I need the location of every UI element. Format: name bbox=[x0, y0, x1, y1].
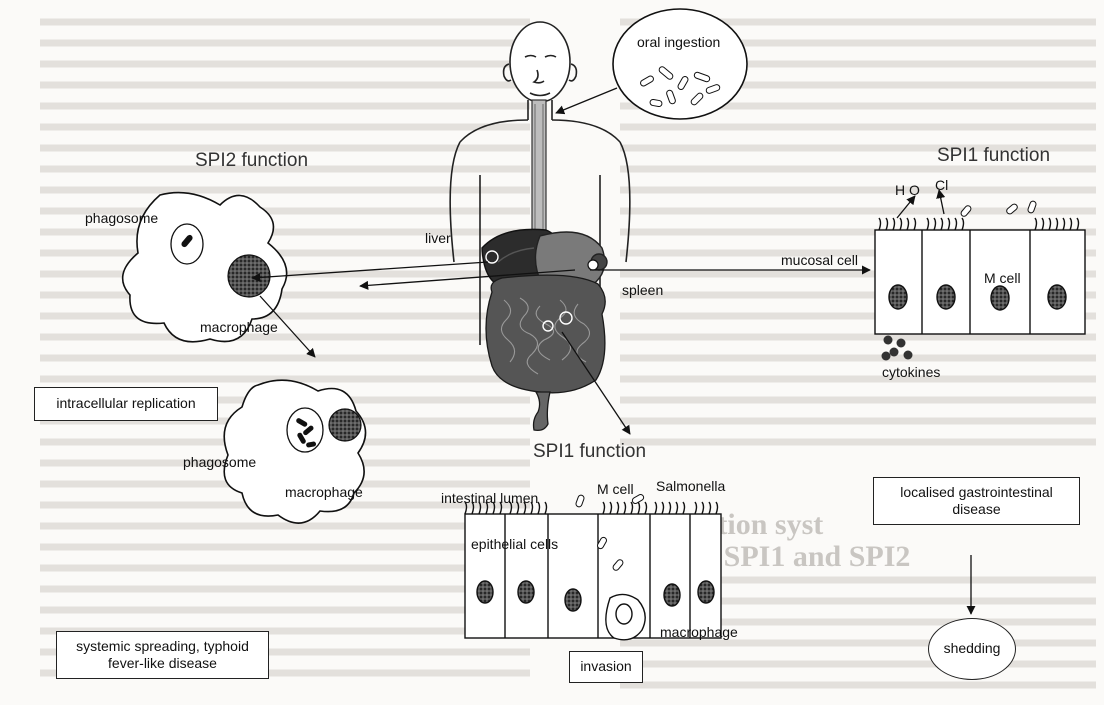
oral-ingestion-label: oral ingestion bbox=[637, 35, 720, 49]
intestinal-lumen-label: intestinal lumen bbox=[441, 491, 538, 505]
right-epithelium bbox=[875, 200, 1085, 334]
shedding-box: shedding bbox=[928, 618, 1016, 680]
center-epithelium bbox=[465, 493, 721, 639]
phagosome-label-1: phagosome bbox=[85, 211, 158, 225]
macrophage-label-1: macrophage bbox=[200, 320, 278, 334]
spleen-label: spleen bbox=[622, 283, 663, 297]
phagosome-label-2: phagosome bbox=[183, 455, 256, 469]
localised-disease-text-line2: disease bbox=[952, 501, 1000, 519]
macrophage-label-center: macrophage bbox=[660, 625, 738, 639]
localised-disease-text-line1: localised gastrointestinal bbox=[900, 484, 1053, 502]
m-cell-label-right: M cell bbox=[984, 271, 1021, 285]
cl-label: Cl bbox=[935, 178, 948, 192]
oral-ingestion-bubble bbox=[613, 9, 747, 119]
liver-label: liver bbox=[425, 231, 451, 245]
m-cell-label-center: M cell bbox=[597, 482, 634, 496]
systemic-spreading-box: systemic spreading, typhoid fever-like d… bbox=[56, 631, 269, 679]
systemic-spreading-text-line1: systemic spreading, typhoid bbox=[76, 638, 249, 656]
localised-disease-box: localised gastrointestinal disease bbox=[873, 477, 1080, 525]
spleen-marker bbox=[588, 260, 598, 270]
intracellular-replication-text: intracellular replication bbox=[56, 395, 195, 413]
shedding-text: shedding bbox=[944, 640, 1001, 658]
systemic-spreading-text-line2: fever-like disease bbox=[108, 655, 217, 673]
spi2-function-title: SPI2 function bbox=[195, 151, 308, 170]
macrophage-cell-2 bbox=[224, 380, 365, 523]
invasion-text: invasion bbox=[580, 658, 631, 676]
mucosal-cell-label: mucosal cell bbox=[781, 253, 858, 267]
spi1-function-title-right: SPI1 function bbox=[937, 146, 1050, 165]
spi1-function-title-center: SPI1 function bbox=[533, 442, 646, 461]
cytokines-label: cytokines bbox=[882, 365, 940, 379]
intestines bbox=[486, 275, 605, 430]
macrophage-label-2: macrophage bbox=[285, 485, 363, 499]
esophagus bbox=[532, 100, 546, 232]
cytokine-dots bbox=[882, 336, 913, 361]
invasion-box: invasion bbox=[569, 651, 643, 683]
h2o-label: H O bbox=[895, 183, 920, 197]
epithelial-cells-label: epithelial cells bbox=[471, 537, 558, 551]
salmonella-label: Salmonella bbox=[656, 479, 725, 493]
intracellular-replication-box: intracellular replication bbox=[34, 387, 218, 421]
